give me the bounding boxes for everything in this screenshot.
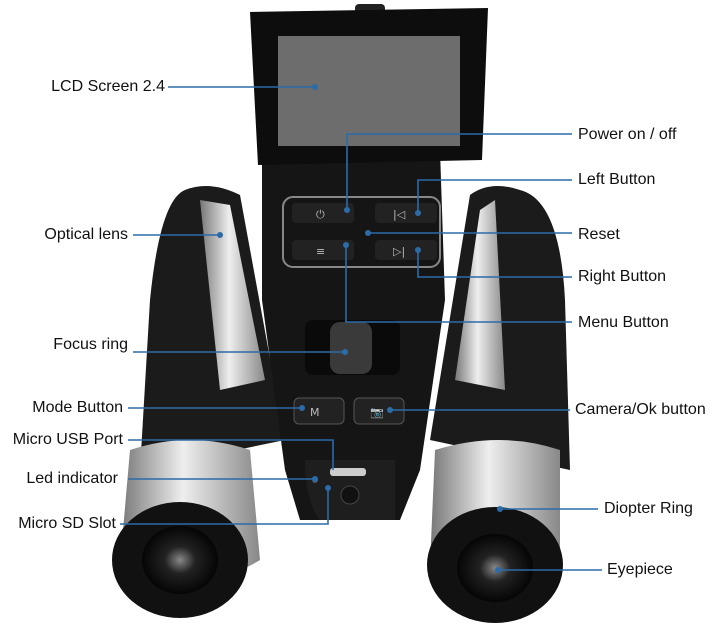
left-button[interactable] — [375, 203, 437, 223]
label-optical-lens: Optical lens — [44, 226, 128, 243]
label-menu-button: Menu Button — [578, 314, 669, 331]
right-button[interactable] — [375, 240, 437, 260]
mode-button[interactable] — [293, 397, 345, 425]
left-eyepiece — [142, 526, 218, 594]
label-lcd-screen: LCD Screen 2.4 — [51, 78, 165, 95]
label-power: Power on / off — [578, 126, 677, 143]
right-barrel — [427, 186, 570, 623]
svg-text:📷: 📷 — [370, 406, 384, 419]
right-eyepiece — [457, 534, 533, 602]
label-focus-ring: Focus ring — [53, 336, 128, 353]
label-led-indicator: Led indicator — [26, 470, 118, 487]
label-reset: Reset — [578, 226, 620, 243]
left-barrel — [112, 186, 285, 618]
svg-text:M: M — [310, 406, 320, 419]
leader-dots — [217, 84, 503, 573]
leader-lines — [120, 86, 602, 571]
label-diopter-ring: Diopter Ring — [604, 500, 693, 517]
camera-ok-button[interactable] — [353, 397, 405, 425]
usb-port — [330, 468, 366, 476]
power-button[interactable] — [292, 203, 354, 223]
lcd-screen — [278, 36, 460, 146]
label-micro-sd-slot: Micro SD Slot — [18, 515, 116, 532]
svg-text:|◁: |◁ — [393, 208, 406, 221]
label-camera-ok-button: Camera/Ok button — [575, 401, 706, 418]
label-mode-button: Mode Button — [32, 399, 123, 416]
focus-wheel[interactable] — [330, 322, 372, 374]
svg-text:▷|: ▷| — [393, 245, 405, 258]
label-micro-usb-port: Micro USB Port — [12, 431, 123, 448]
label-right-button: Right Button — [578, 268, 667, 285]
label-left-button: Left Button — [578, 171, 656, 188]
svg-text:≡: ≡ — [316, 245, 325, 258]
label-eyepiece: Eyepiece — [607, 561, 673, 578]
svg-text:⏻: ⏻ — [316, 208, 325, 221]
menu-button[interactable] — [292, 240, 354, 260]
